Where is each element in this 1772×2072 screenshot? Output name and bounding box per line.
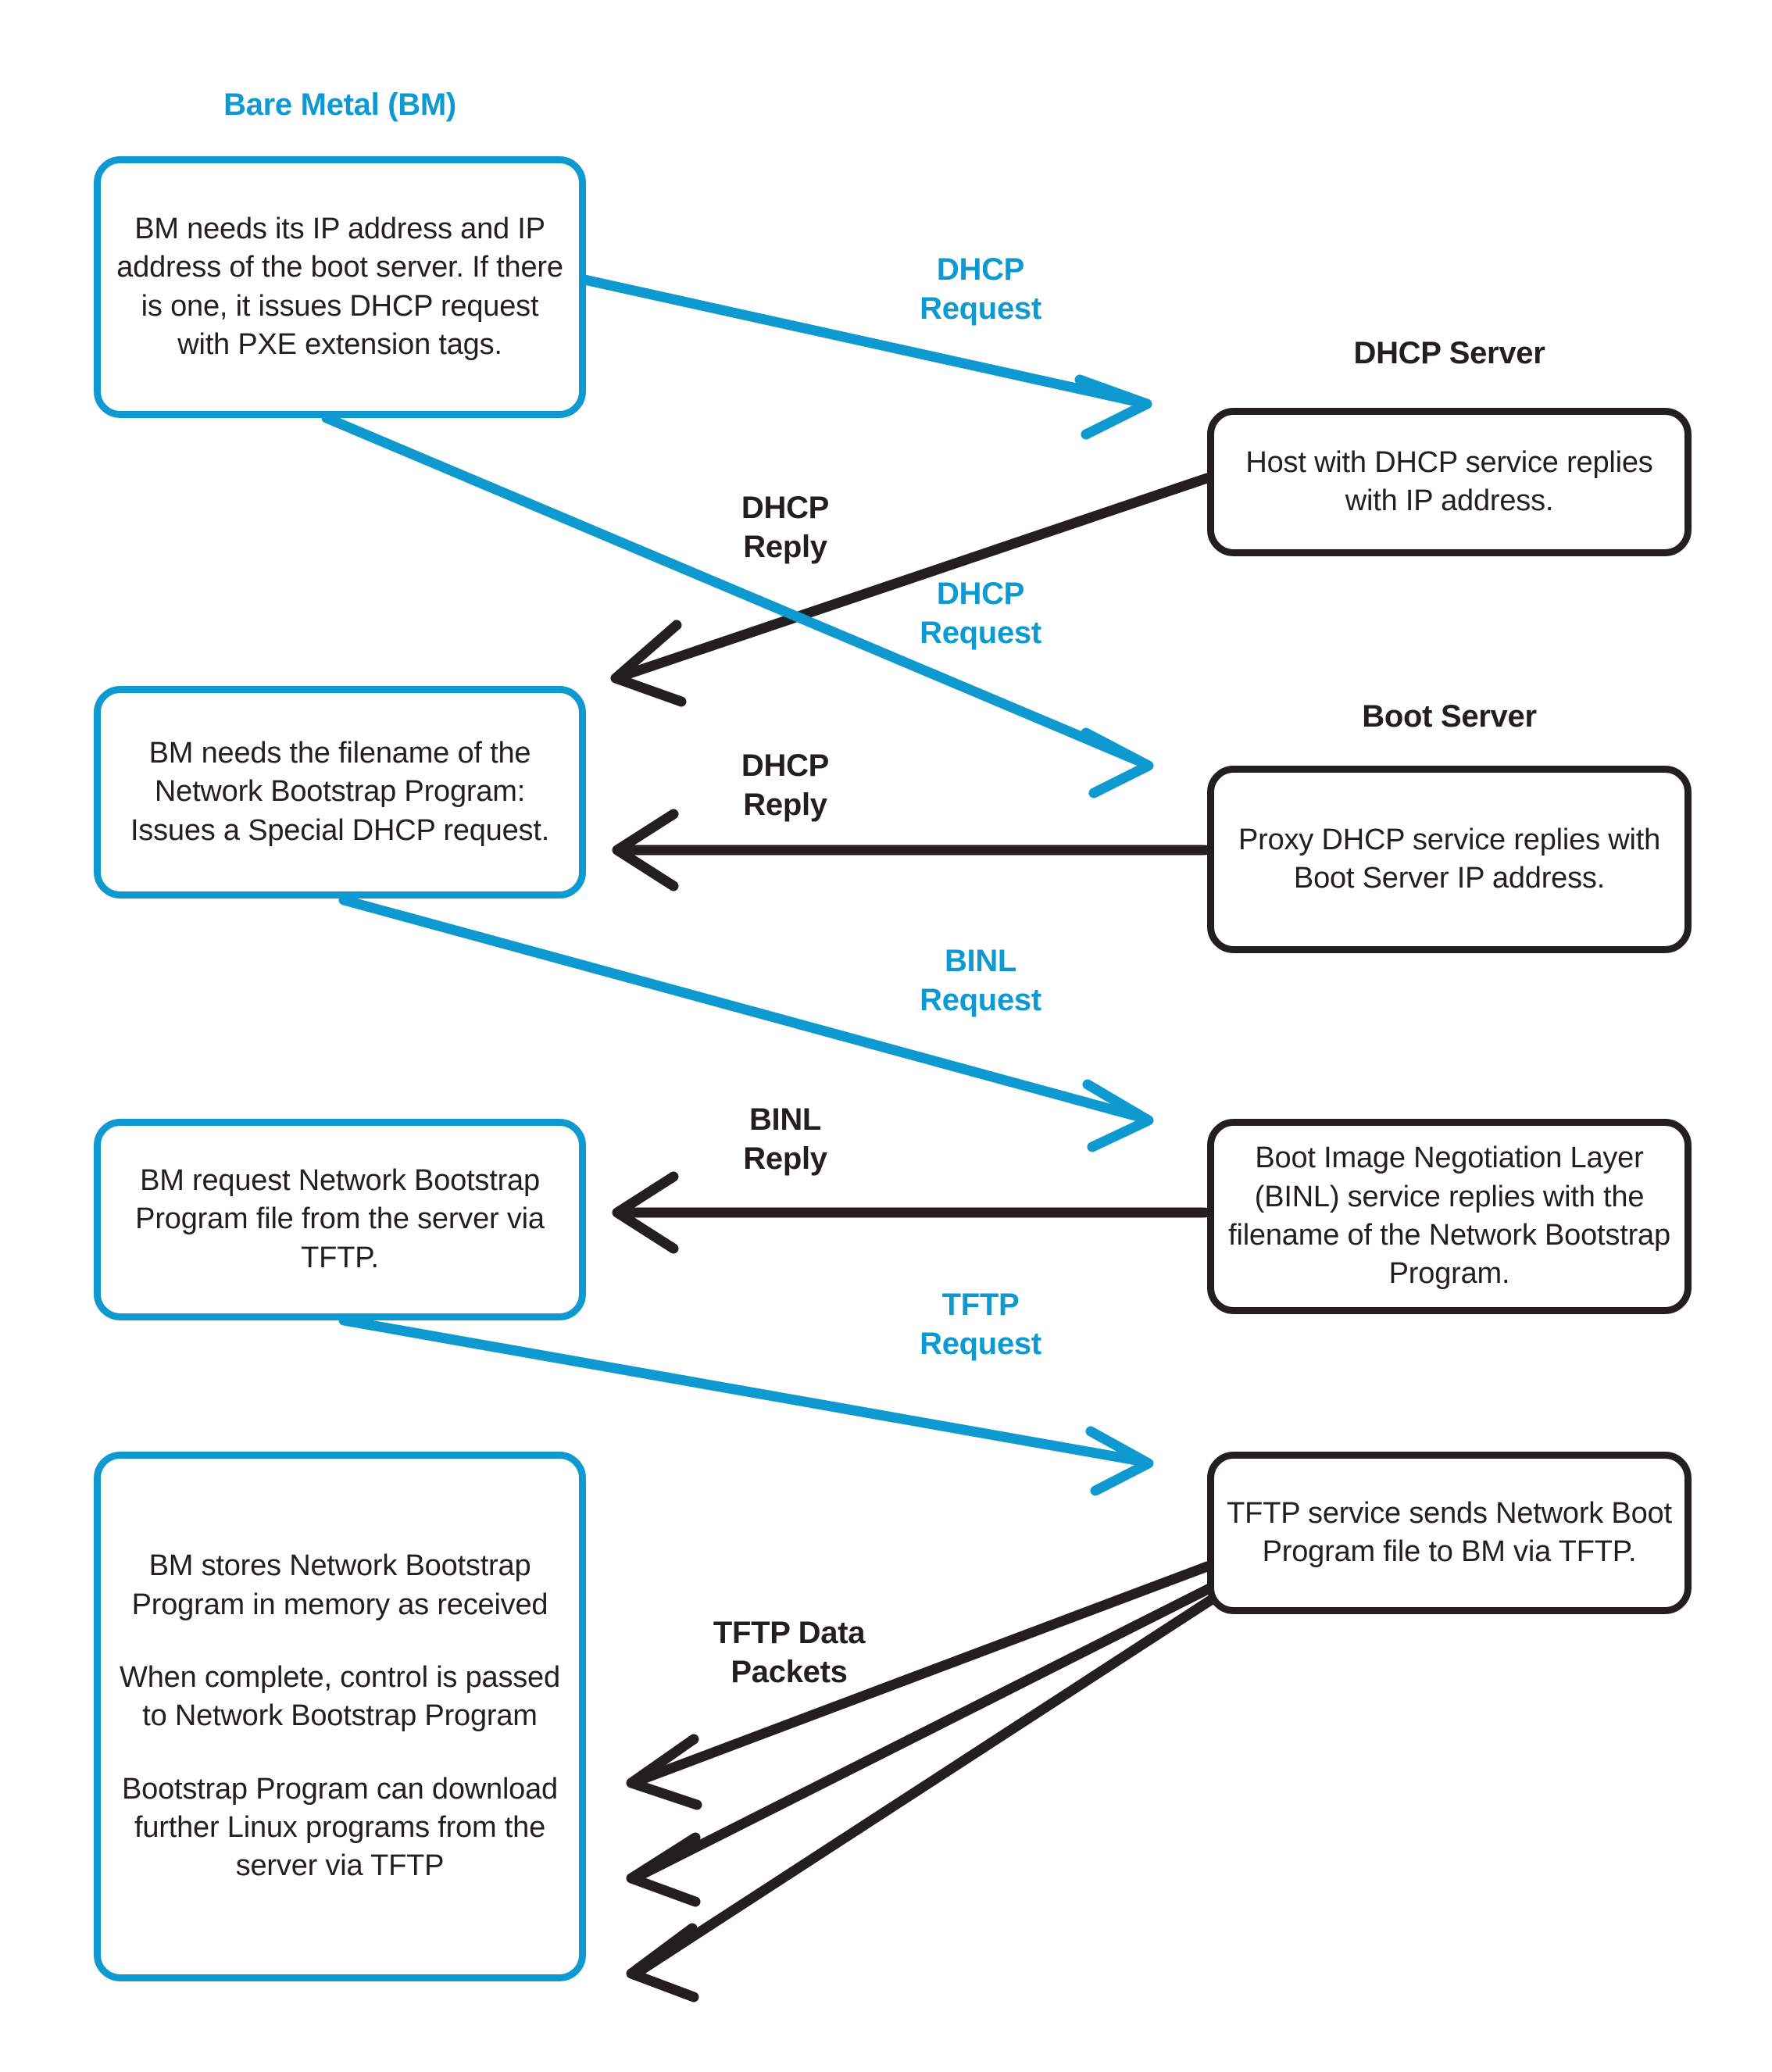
tftp-service-text: TFTP service sends Network Boot Program … — [1227, 1496, 1672, 1568]
dhcp-request-1-label: DHCP Request — [920, 252, 1041, 327]
bm-tftp-request-box: BM request Network Bootstrap Program fil… — [94, 1119, 586, 1320]
proxy-dhcp-text: Proxy DHCP service replies with Boot Ser… — [1238, 823, 1661, 895]
binl-request-label: BINL Request — [920, 944, 1041, 1018]
arrow-dhcp-request-1 — [579, 274, 1152, 440]
column-title-boot-server: Boot Server — [1362, 699, 1537, 734]
binl-reply-label: BINL Reply — [743, 1102, 827, 1177]
bm-dhcp-request-text: BM needs its IP address and IP address o… — [116, 212, 563, 361]
bm-store-program-text-2: When complete, control is passed to Netw… — [120, 1660, 560, 1733]
bm-filename-request-box: BM needs the filename of the Network Boo… — [94, 686, 586, 898]
proxy-dhcp-box: Proxy DHCP service replies with Boot Ser… — [1207, 766, 1692, 953]
bm-store-program-text-1: BM stores Network Bootstrap Program in m… — [131, 1549, 548, 1621]
arrow-binl-request — [338, 895, 1154, 1152]
column-title-dhcp-server: DHCP Server — [1353, 336, 1545, 370]
dhcp-server-text: Host with DHCP service replies with IP a… — [1245, 445, 1653, 517]
arrow-tftp-data-3 — [626, 1588, 1226, 2002]
bm-store-program-text-3: Bootstrap Program can download further L… — [122, 1772, 558, 1883]
tftp-service-box: TFTP service sends Network Boot Program … — [1207, 1452, 1692, 1614]
column-title-bare-metal: Bare Metal (BM) — [223, 88, 456, 122]
dhcp-request-2-label: DHCP Request — [920, 577, 1041, 651]
bm-filename-request-text: BM needs the filename of the Network Boo… — [130, 736, 550, 847]
dhcp-server-box: Host with DHCP service replies with IP a… — [1207, 408, 1692, 556]
binl-service-text: Boot Image Negotiation Layer (BINL) serv… — [1228, 1141, 1670, 1291]
bm-tftp-request-text: BM request Network Bootstrap Program fil… — [135, 1163, 545, 1274]
binl-service-box: Boot Image Negotiation Layer (BINL) serv… — [1207, 1119, 1692, 1314]
tftp-request-label: TFTP Request — [920, 1288, 1041, 1362]
arrow-dhcp-reply-1 — [610, 473, 1213, 707]
arrow-tftp-data-1 — [626, 1561, 1213, 1810]
arrow-tftp-request — [338, 1315, 1154, 1496]
arrow-binl-reply — [612, 1171, 1210, 1254]
dhcp-reply-1-label: DHCP Reply — [741, 491, 830, 565]
dhcp-reply-2-label: DHCP Reply — [741, 748, 830, 823]
tftp-data-packets-label: TFTP Data Packets — [713, 1616, 866, 1690]
arrow-tftp-data-2 — [626, 1579, 1223, 1907]
arrow-dhcp-reply-2 — [612, 809, 1210, 891]
bm-store-program-box: BM stores Network Bootstrap Program in m… — [94, 1452, 586, 1981]
arrow-dhcp-request-2 — [321, 413, 1154, 798]
bm-dhcp-request-box: BM needs its IP address and IP address o… — [94, 156, 586, 418]
